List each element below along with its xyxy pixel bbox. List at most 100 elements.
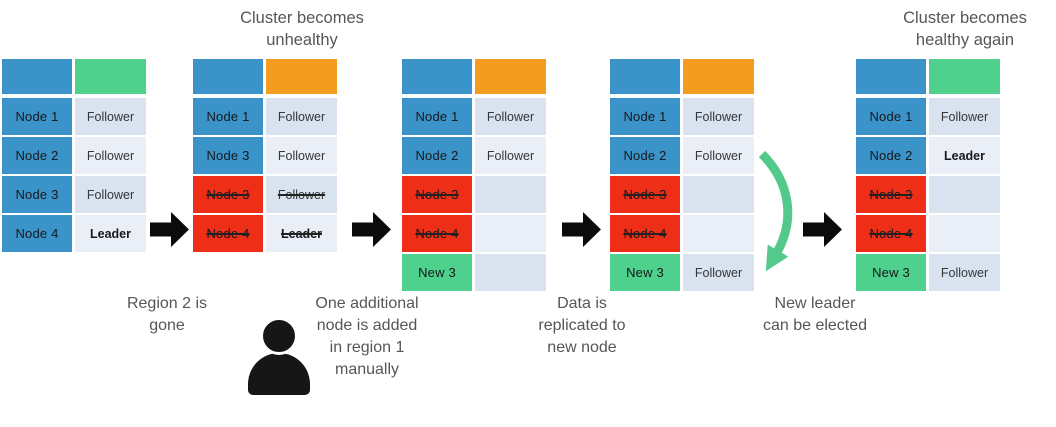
person-icon-head xyxy=(260,317,298,355)
node-cell: Node 2 xyxy=(2,137,72,174)
table-row: Node 3 xyxy=(856,176,1000,213)
role-cell xyxy=(929,176,1000,213)
node-cell: Node 2 xyxy=(402,137,472,174)
person-icon-body xyxy=(248,353,310,395)
role-cell: Leader xyxy=(75,215,146,252)
caption-data-replicated: Data is replicated to new node xyxy=(538,295,626,356)
table-header-row xyxy=(610,59,754,94)
node-cell: New 3 xyxy=(856,254,926,291)
role-cell: Follower xyxy=(683,254,754,291)
node-cell: Node 2 xyxy=(856,137,926,174)
role-cell: Follower xyxy=(929,98,1000,135)
node-cell: Node 3 xyxy=(402,176,472,213)
node-cell: Node 1 xyxy=(402,98,472,135)
node-cell: Node 3 xyxy=(856,176,926,213)
table-header-row xyxy=(856,59,1000,94)
role-cell: Follower xyxy=(266,176,337,213)
table-row: Node 3 xyxy=(610,176,754,213)
role-cell xyxy=(475,176,546,213)
role-cell xyxy=(475,215,546,252)
right-arrow-icon xyxy=(150,212,189,247)
node-cell: Node 4 xyxy=(2,215,72,252)
node-cell: Node 3 xyxy=(193,176,263,213)
role-cell: Follower xyxy=(75,98,146,135)
node-cell: Node 3 xyxy=(610,176,680,213)
table-header-row xyxy=(193,59,337,94)
role-cell xyxy=(929,215,1000,252)
node-cell: Node 1 xyxy=(856,98,926,135)
blue-region-header-cell xyxy=(610,59,680,94)
role-cell: Follower xyxy=(475,137,546,174)
orange-region-header-cell xyxy=(683,59,754,94)
table-header-row xyxy=(2,59,146,94)
right-arrow-icon xyxy=(562,212,601,247)
role-cell xyxy=(475,254,546,291)
node-cell: New 3 xyxy=(402,254,472,291)
curved-down-arrow-icon xyxy=(758,150,793,272)
node-cell: Node 4 xyxy=(402,215,472,252)
node-cell: Node 2 xyxy=(610,137,680,174)
caption-cluster-healthy: Cluster becomes healthy again xyxy=(903,9,1027,49)
blue-region-header-cell xyxy=(193,59,263,94)
node-cell: Node 1 xyxy=(193,98,263,135)
role-cell: Follower xyxy=(475,98,546,135)
green-region-header-cell xyxy=(75,59,146,94)
caption-cluster-unhealthy: Cluster becomes unhealthy xyxy=(240,9,364,49)
green-region-header-cell xyxy=(929,59,1000,94)
role-cell: Follower xyxy=(929,254,1000,291)
caption-region-gone: Region 2 is gone xyxy=(126,295,208,334)
blue-region-header-cell xyxy=(856,59,926,94)
blue-region-header-cell xyxy=(2,59,72,94)
node-cell: Node 4 xyxy=(610,215,680,252)
table-row: Node 4 xyxy=(856,215,1000,252)
role-cell: Follower xyxy=(75,137,146,174)
role-cell: Leader xyxy=(929,137,1000,174)
blue-region-header-cell xyxy=(402,59,472,94)
table-row: Node 3 xyxy=(402,176,546,213)
person-icon xyxy=(248,317,310,395)
role-cell xyxy=(683,176,754,213)
caption-node-added: One additional node is added in region 1… xyxy=(315,295,419,378)
role-cell: Follower xyxy=(266,98,337,135)
right-arrow-icon xyxy=(352,212,391,247)
table-row: New 3 xyxy=(402,254,546,291)
node-cell: Node 4 xyxy=(856,215,926,252)
role-cell: Leader xyxy=(266,215,337,252)
right-arrow-icon xyxy=(803,212,842,247)
role-cell: Follower xyxy=(683,98,754,135)
node-cell: Node 1 xyxy=(610,98,680,135)
node-cell: Node 3 xyxy=(193,137,263,174)
orange-region-header-cell xyxy=(475,59,546,94)
role-cell: Follower xyxy=(683,137,754,174)
node-cell: Node 4 xyxy=(193,215,263,252)
node-cell: Node 1 xyxy=(2,98,72,135)
caption-new-leader: New leader can be elected xyxy=(762,295,868,334)
orange-region-header-cell xyxy=(266,59,337,94)
role-cell xyxy=(683,215,754,252)
node-cell: New 3 xyxy=(610,254,680,291)
table-header-row xyxy=(402,59,546,94)
table-row: Node 4 xyxy=(402,215,546,252)
